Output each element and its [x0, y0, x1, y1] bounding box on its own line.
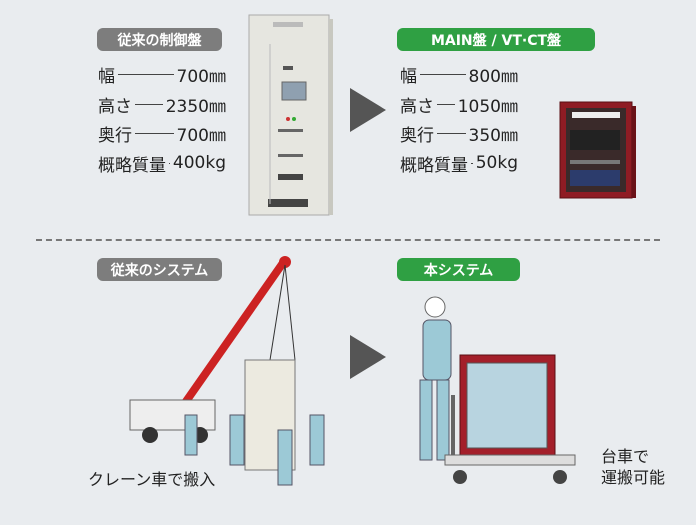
spec-name: 幅: [400, 67, 417, 88]
spec-value: 700㎜: [176, 67, 226, 88]
leader-line: [420, 74, 466, 76]
spec-row: 高さ 2350㎜: [98, 90, 226, 120]
spec-row: 奥行 700㎜: [98, 119, 226, 149]
spec-value: 800㎜: [468, 67, 518, 88]
leader-line: [437, 133, 466, 135]
spec-value: 350㎜: [468, 126, 518, 147]
cart-caption: 台車で 運搬可能: [601, 446, 665, 488]
new-panel-label: MAIN盤 / VT·CT盤: [397, 28, 595, 51]
spec-row: 概略質量 400kg: [98, 149, 226, 179]
cart-transport-illustration: [419, 296, 576, 484]
spec-value: 700㎜: [176, 126, 226, 147]
old-panel-specs: 幅 700㎜ 高さ 2350㎜ 奥行 700㎜ 概略質量 400kg: [98, 60, 226, 178]
leader-line: [471, 162, 473, 164]
old-panel-label: 従来の制御盤: [97, 28, 222, 51]
section-divider: [36, 239, 660, 241]
new-control-panel-image: [559, 101, 636, 199]
cart-caption-line1: 台車で: [601, 447, 650, 466]
spec-name: 奥行: [98, 126, 132, 147]
spec-value: 50kg: [475, 153, 518, 174]
arrow-right-icon: [350, 335, 386, 379]
spec-name: 奥行: [400, 126, 434, 147]
spec-row: 幅 700㎜: [98, 60, 226, 90]
leader-line: [169, 162, 170, 164]
spec-row: 高さ 1050㎜: [400, 90, 518, 120]
cart-caption-line2: 運搬可能: [601, 468, 666, 487]
spec-value: 2350㎜: [165, 96, 226, 117]
crane-delivery-illustration: [129, 256, 325, 486]
leader-line: [437, 103, 455, 105]
spec-name: 概略質量: [98, 155, 166, 176]
spec-name: 幅: [98, 67, 115, 88]
leader-line: [135, 103, 163, 105]
spec-value: 400kg: [172, 153, 226, 174]
spec-row: 概略質量 50kg: [400, 149, 518, 179]
new-panel-specs: 幅 800㎜ 高さ 1050㎜ 奥行 350㎜ 概略質量 50kg: [400, 60, 518, 178]
old-control-panel-image: [248, 14, 333, 216]
spec-name: 概略質量: [400, 155, 468, 176]
leader-line: [118, 74, 174, 76]
spec-value: 1050㎜: [457, 96, 518, 117]
spec-row: 幅 800㎜: [400, 60, 518, 90]
crane-caption: クレーン車で搬入: [88, 470, 216, 489]
new-system-label: 本システム: [397, 258, 520, 281]
leader-line: [135, 133, 174, 135]
old-system-label: 従来のシステム: [97, 258, 222, 281]
arrow-right-icon: [350, 88, 386, 132]
spec-row: 奥行 350㎜: [400, 119, 518, 149]
spec-name: 高さ: [98, 96, 132, 117]
spec-name: 高さ: [400, 96, 434, 117]
